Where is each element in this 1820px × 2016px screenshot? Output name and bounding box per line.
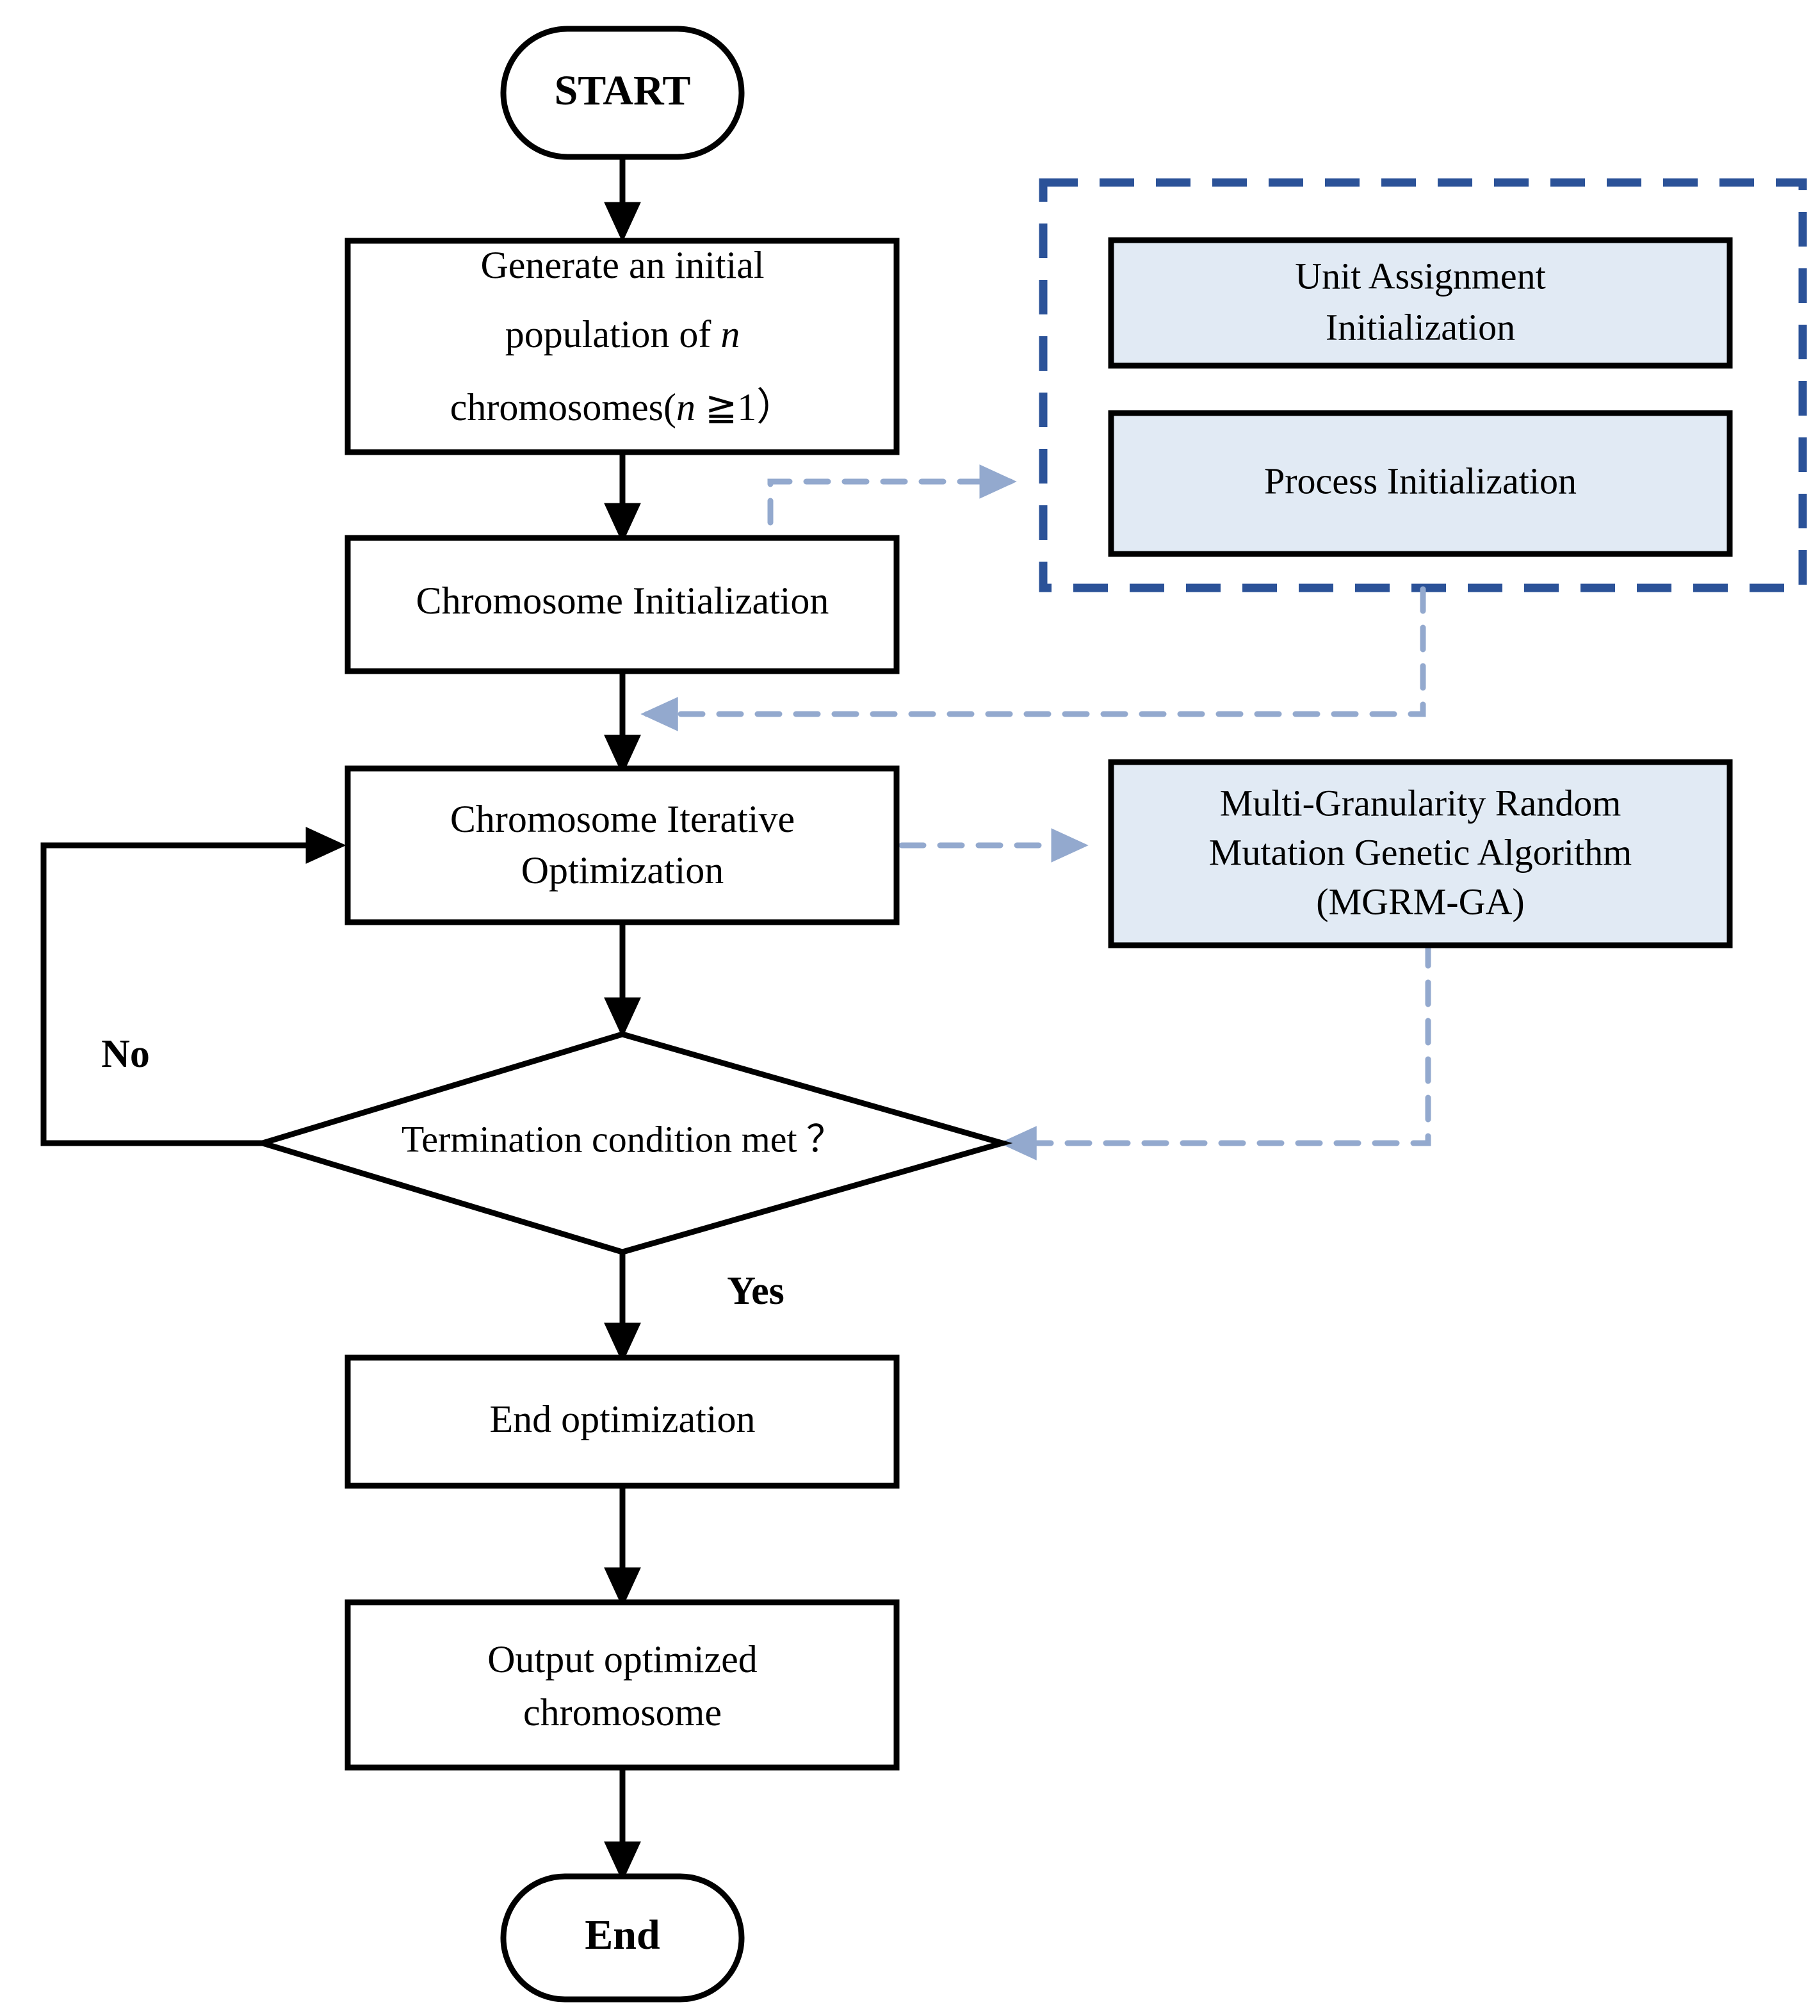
- node-output-chromosome-line1: Output optimized: [487, 1638, 758, 1680]
- node-unit-assignment-initialization-line1: Unit Assignment: [1295, 255, 1546, 297]
- edge-label-yes: Yes: [727, 1269, 784, 1313]
- node-end-optimization[interactable]: [345, 1354, 900, 1489]
- connector-initialization-group-to-main-flow: [640, 586, 1426, 731]
- edge-label-no: No: [101, 1032, 150, 1076]
- node-start-label: START: [555, 67, 691, 114]
- node-output-chromosome-line2: chromosome: [523, 1691, 722, 1734]
- connector-generate-to-initialization-group: [767, 464, 1017, 526]
- node-end-optimization-label: End optimization: [490, 1398, 756, 1440]
- node-generate-line3-pre: chromosomes(: [450, 386, 676, 428]
- node-mgrm-ga-line2: Mutation Genetic Algorithm: [1209, 831, 1632, 873]
- connector-mgrm-ga-to-decision: [999, 941, 1431, 1160]
- node-generate-line1: Generate an initial: [480, 244, 764, 286]
- node-generate-line2-pre: population of: [505, 313, 721, 355]
- node-output-chromosome[interactable]: [345, 1599, 900, 1771]
- node-generate-line3: chromosomes(n ≧1）: [450, 386, 795, 428]
- node-end[interactable]: [500, 1873, 745, 2003]
- node-generate-line2: population of n: [505, 313, 740, 355]
- node-generate-line3-post: ≧1）: [695, 386, 795, 428]
- node-unit-assignment-initialization-line2: Initialization: [1326, 306, 1515, 348]
- node-process-initialization[interactable]: [1108, 410, 1733, 557]
- node-generate-population[interactable]: [345, 238, 900, 455]
- node-generate-line2-var: n: [720, 313, 740, 355]
- node-mgrm-ga-line3: (MGRM-GA): [1316, 881, 1524, 922]
- node-chromosome-initialization[interactable]: [345, 535, 900, 674]
- node-chromosome-iterative-optimization-line1: Chromosome Iterative: [450, 798, 795, 840]
- node-chromosome-iterative-optimization-line2: Optimization: [521, 849, 724, 891]
- node-start[interactable]: [500, 26, 745, 160]
- node-mgrm-ga[interactable]: [1108, 759, 1733, 948]
- node-termination-decision[interactable]: [252, 1031, 1013, 1255]
- node-process-initialization-label: Process Initialization: [1264, 460, 1577, 501]
- node-end-label: End: [585, 1912, 660, 1958]
- node-generate-line3-var: n: [676, 386, 695, 428]
- connector-no-feedback-loop: [40, 827, 346, 1146]
- node-unit-assignment-initialization[interactable]: [1108, 237, 1733, 369]
- node-termination-decision-label: Termination condition met ？: [402, 1118, 843, 1160]
- node-mgrm-ga-line1: Multi-Granularity Random: [1220, 782, 1621, 824]
- node-chromosome-iterative-optimization[interactable]: [345, 765, 900, 925]
- node-chromosome-initialization-label: Chromosome Initialization: [416, 580, 829, 622]
